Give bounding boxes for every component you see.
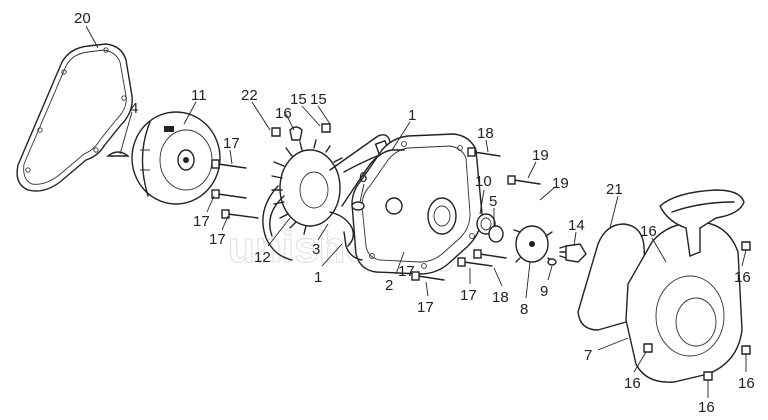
callout-21: 21	[606, 181, 623, 198]
starter-pulley	[513, 225, 555, 263]
callout-11: 11	[191, 87, 207, 104]
lock-washer	[547, 258, 557, 266]
callout-17-c: 17	[209, 231, 226, 248]
callout-1-top: 1	[408, 107, 416, 124]
callout-18-top: 18	[477, 125, 494, 142]
crankcase-gasket	[341, 149, 405, 261]
flange-nut	[559, 243, 587, 263]
callout-3: 3	[312, 241, 320, 258]
woodruff-key	[106, 151, 130, 157]
callout-14: 14	[568, 217, 585, 234]
callout-16-bottom-b: 16	[738, 375, 755, 392]
callout-9: 9	[540, 283, 548, 300]
callout-6: 6	[359, 169, 367, 186]
callout-18-bottom: 18	[492, 289, 509, 306]
callout-12: 12	[254, 249, 271, 266]
flywheel-rotor	[131, 111, 221, 205]
callout-17-f: 17	[460, 287, 477, 304]
callout-22: 22	[241, 87, 258, 104]
callout-10: 10	[475, 173, 492, 190]
crankcase-cover	[351, 133, 483, 275]
callout-16-right-b: 16	[734, 269, 751, 286]
fasteners	[211, 123, 751, 381]
seal-washer	[488, 225, 504, 243]
callout-15-b: 15	[310, 91, 327, 108]
dowel-pin	[351, 201, 365, 211]
callout-2: 2	[385, 277, 393, 294]
leader-lines	[85, 25, 747, 398]
callout-19-a: 19	[532, 147, 549, 164]
recoil-starter	[625, 189, 745, 383]
callout-16-bottom-c: 16	[698, 399, 715, 416]
stator-coil	[262, 139, 343, 261]
callout-16-right-a: 16	[640, 223, 657, 240]
callout-8: 8	[520, 301, 528, 318]
callout-17-b: 17	[193, 213, 210, 230]
callout-17-d: 17	[398, 263, 415, 280]
callout-17-e: 17	[417, 299, 434, 316]
callout-4: 4	[130, 100, 138, 117]
side-cover-gasket	[16, 43, 133, 192]
callout-labels: 20 4 11 22 16 15 15 1 17 17 17 6 10 18 1…	[74, 10, 755, 416]
callout-16-bottom-a: 16	[624, 375, 641, 392]
callout-15-a: 15	[290, 91, 307, 108]
callout-7: 7	[584, 347, 592, 364]
callout-1-bottom: 1	[314, 269, 322, 286]
callout-5: 5	[489, 193, 497, 210]
callout-19-b: 19	[552, 175, 569, 192]
callout-16-top: 16	[275, 105, 292, 122]
callout-17-a: 17	[223, 135, 240, 152]
callout-20: 20	[74, 10, 91, 27]
